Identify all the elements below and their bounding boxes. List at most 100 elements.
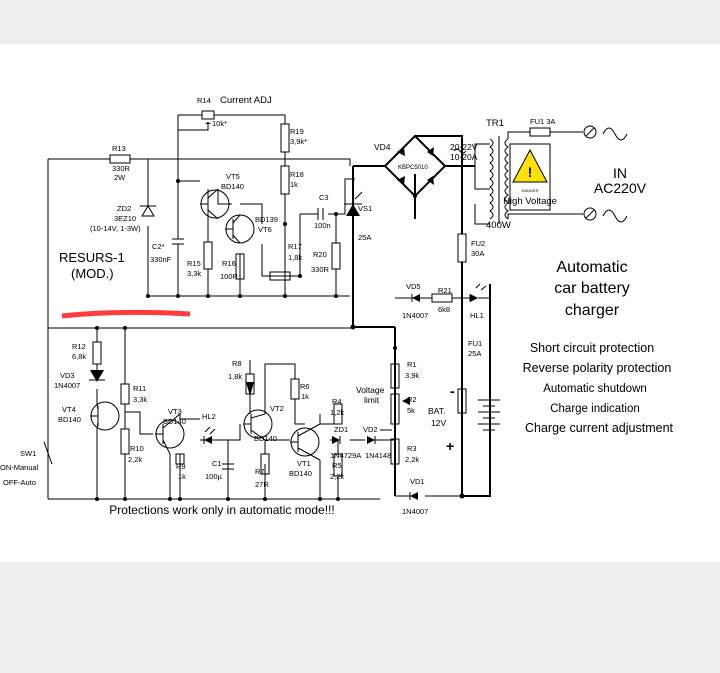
label-vt3: VT3	[168, 407, 182, 416]
label-fu2: FU2	[471, 239, 485, 248]
capacitor-c2	[172, 234, 184, 256]
led-hl1	[469, 294, 490, 302]
danger-sign: ! DANGER High Voltage	[503, 143, 557, 211]
label-hl1: HL1	[470, 311, 484, 320]
label-r9: R9	[176, 462, 186, 471]
label-fu1-value: 25A	[468, 349, 481, 358]
label-r10: R10	[130, 444, 144, 453]
label-r2-value: 5k	[407, 406, 415, 415]
label-zd2-value: 3EZ10	[114, 214, 136, 223]
label-c1-value: 100µ	[205, 472, 223, 481]
feature-4: Charge indication	[550, 403, 640, 415]
diodes-caps	[43, 191, 490, 500]
resistor-r7	[260, 453, 270, 475]
label-r14: R14	[197, 96, 211, 105]
diode-vd5	[395, 294, 470, 302]
resistor-r15	[203, 241, 213, 270]
label-fu1: FU1	[468, 339, 482, 348]
resistor-r6	[290, 378, 300, 400]
label-r16-value: 100R	[220, 272, 239, 281]
label-r10-value: 2,2k	[128, 455, 142, 464]
label-tr-power: 400W	[486, 220, 511, 231]
resistor-r13	[109, 154, 131, 164]
junction-dots	[95, 179, 465, 501]
transistors	[90, 188, 321, 461]
headings: RESURS-1 (MOD.) IN AC220V Automatic car …	[59, 165, 674, 517]
resistor-r3	[390, 438, 400, 465]
label-vt4: VT4	[62, 405, 76, 414]
resistor-r1	[390, 363, 400, 389]
mains-in: IN	[613, 165, 627, 181]
resistor-r14	[201, 110, 215, 120]
label-r16: R16	[222, 259, 236, 268]
heading-line-3: charger	[565, 302, 620, 319]
label-r2: R2	[407, 395, 417, 404]
schematic-title: RESURS-1	[59, 250, 125, 265]
label-r6-value: 1k	[301, 392, 309, 401]
bridge-diodes	[397, 147, 434, 185]
label-r7-value: 27R	[255, 480, 269, 489]
label-vt2: VT2	[270, 404, 284, 413]
resistor-r16	[235, 253, 245, 280]
label-r12-value: 6,8k	[72, 352, 86, 361]
feature-5: Charge current adjustment	[525, 421, 674, 435]
label-r17: R17	[288, 242, 302, 251]
label-c3: C3	[319, 193, 329, 202]
resistor-r20	[331, 242, 341, 270]
svg-text:!: !	[528, 164, 533, 180]
footer-note: Protections work only in automatic mode!…	[109, 503, 334, 517]
danger-small: DANGER	[521, 188, 538, 193]
label-vt3-value: BD140	[163, 417, 186, 426]
label-vd3-value: 1N4007	[54, 381, 80, 390]
label-zd1: ZD1	[334, 425, 348, 434]
label-c2: C2*	[152, 242, 165, 251]
label-r6: R6	[300, 382, 310, 391]
label-sw-on: ON-Manual	[0, 463, 39, 472]
wires-bottom	[48, 327, 462, 500]
zener-zd2	[140, 205, 156, 217]
resistor-r18	[280, 165, 290, 195]
label-limit: limit	[364, 395, 380, 405]
label-vd2-value: 1N4148	[365, 451, 391, 460]
label-vt2-value: BD140	[254, 434, 277, 443]
wires-top	[47, 114, 355, 499]
label-r4-value: 1,2k	[330, 408, 344, 417]
label-vt5-value: BD140	[221, 182, 244, 191]
label-vt1-value: BD140	[289, 469, 312, 478]
label-r18-value: 1k	[290, 180, 298, 189]
schematic-diagram: ! DANGER High Voltage	[0, 95, 674, 517]
label-vs1-value: 25A	[358, 233, 371, 242]
label-vd5: VD5	[406, 282, 421, 291]
heading-line-1: Automatic	[556, 259, 627, 276]
label-zd1-value: 1N4729A	[330, 451, 361, 460]
label-vt1: VT1	[297, 459, 311, 468]
label-r14-value: 10k*	[212, 119, 227, 128]
label-vd1: VD1	[410, 477, 425, 486]
label-r20-value: 330R	[311, 265, 330, 274]
fuse-fu1	[457, 388, 467, 414]
label-vd3: VD3	[60, 371, 75, 380]
label-r5-value: 2,2k	[330, 472, 344, 481]
label-r1-value: 3,9k	[405, 371, 419, 380]
label-r13: R13	[112, 144, 126, 153]
wires-power	[352, 134, 491, 497]
label-fu1-3a: FU1 3A	[530, 117, 555, 126]
label-fu2-value: 30A	[471, 249, 484, 258]
label-r12: R12	[72, 342, 86, 351]
resistor-r17	[269, 271, 291, 281]
label-r19: R19	[290, 127, 304, 136]
label-r7: R7	[255, 467, 265, 476]
label-tr-voltage: 20-22V	[450, 142, 478, 152]
label-r5: R5	[332, 461, 342, 470]
transformer	[453, 125, 628, 225]
label-r21: R21	[438, 286, 452, 295]
label-bridge: KBPC5010	[398, 165, 428, 171]
label-r11: R11	[133, 384, 146, 393]
label-r11-value: 3,3k	[133, 395, 147, 404]
resistor-r12	[92, 341, 102, 365]
feature-2: Reverse polarity protection	[523, 361, 672, 375]
resistor-r9	[175, 453, 185, 465]
resistor-r5	[333, 453, 343, 477]
redaction-mark	[61, 309, 191, 319]
label-r19-value: 3,9k*	[290, 137, 307, 146]
